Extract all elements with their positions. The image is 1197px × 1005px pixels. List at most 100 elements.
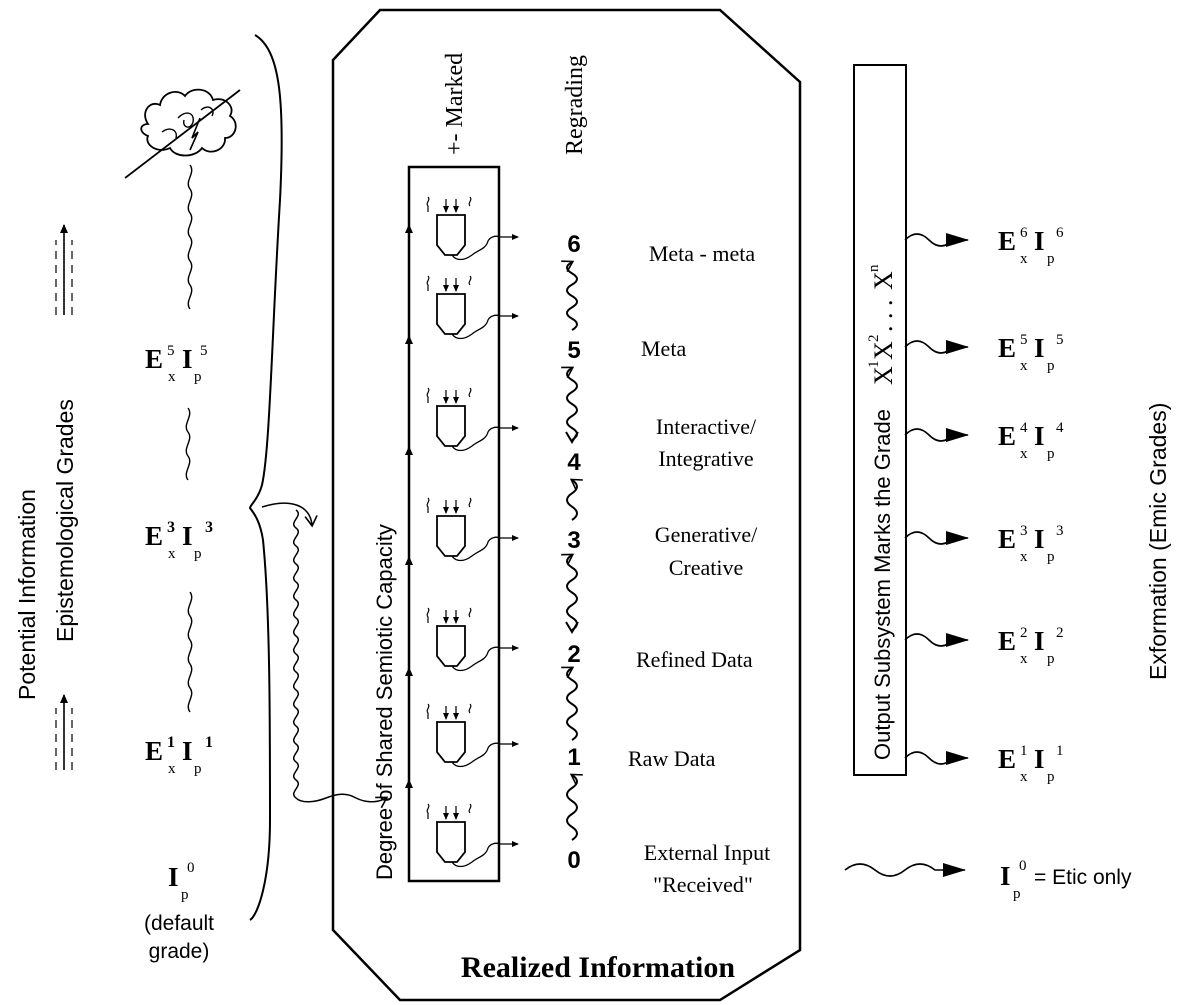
- level-5: 5 Meta: [567, 336, 686, 364]
- gate-unit-level-6: [426, 196, 519, 261]
- svg-text:x: x: [168, 546, 176, 562]
- svg-text:p: p: [1047, 358, 1055, 374]
- svg-text:E: E: [998, 333, 1016, 363]
- svg-text:I: I: [1000, 861, 1011, 891]
- regrading-wiggle-2: [566, 478, 583, 521]
- svg-text:6: 6: [1020, 225, 1028, 241]
- svg-text:3: 3: [167, 519, 175, 536]
- svg-text:I: I: [1034, 226, 1045, 256]
- gate-unit-level-1: [426, 703, 519, 768]
- svg-text:I: I: [182, 736, 193, 766]
- marked-label: +- Marked: [442, 53, 468, 155]
- output-arrow-level-4: [904, 428, 969, 442]
- svg-text:grade): grade): [149, 940, 210, 963]
- svg-text:2: 2: [567, 641, 580, 668]
- gate-unit-level-5: [426, 275, 519, 340]
- realized-information-frame: [331, 8, 802, 1002]
- svg-text:1: 1: [866, 361, 882, 369]
- svg-text:Raw Data: Raw Data: [628, 746, 716, 771]
- output-subsystem-label: Output Subsystem Marks the Grade X 1 X 2…: [866, 264, 898, 760]
- svg-text:1: 1: [1020, 743, 1028, 759]
- svg-text:5: 5: [567, 337, 580, 364]
- regrading-wiggle-5: [566, 773, 583, 841]
- svg-text:p: p: [1047, 251, 1055, 267]
- output-subsystem-box: [853, 64, 907, 776]
- etic-only-output: I p 0 = Etic only: [1000, 858, 1132, 902]
- level-4: 4 Interactive/ Integrative: [567, 414, 757, 476]
- svg-text:x: x: [1020, 651, 1028, 667]
- left-grade-3: E x 3 I p 3: [145, 519, 213, 562]
- brace-loop-arrow: [261, 502, 318, 528]
- svg-text:p: p: [1047, 651, 1055, 667]
- svg-text:I: I: [1034, 524, 1045, 554]
- svg-text:Output Subsystem Marks the Gra: Output Subsystem Marks the Grade: [870, 409, 895, 760]
- svg-text:I: I: [168, 862, 179, 892]
- left-default-grade: I p 0 (default grade): [144, 860, 214, 963]
- regrading-arrows: [561, 260, 583, 841]
- svg-text:5: 5: [1020, 332, 1028, 348]
- level-2: 2 Refined Data: [567, 641, 753, 672]
- svg-text:X: X: [869, 366, 898, 385]
- regrading-wiggle-4: [561, 666, 578, 741]
- svg-text:"Received": "Received": [653, 872, 753, 897]
- svg-text:E: E: [998, 626, 1016, 656]
- gate-unit-level-3: [426, 497, 519, 562]
- svg-text:Refined Data: Refined Data: [636, 647, 753, 672]
- regrading-wiggle-1: [561, 366, 579, 444]
- svg-text:I: I: [182, 521, 193, 551]
- lightning-line: [124, 89, 241, 179]
- gate-unit-level-0: [426, 803, 519, 868]
- svg-text:(default: (default: [144, 912, 214, 935]
- svg-text:4: 4: [1020, 420, 1028, 436]
- svg-text:p: p: [194, 546, 202, 562]
- left-grade-1: E x 1 I p 1: [145, 734, 213, 777]
- svg-text:= Etic only: = Etic only: [1034, 866, 1132, 889]
- output-arrow-level-3: [904, 531, 969, 545]
- svg-text:Interactive/: Interactive/: [656, 414, 757, 439]
- svg-text:2: 2: [1056, 625, 1064, 641]
- svg-text:I: I: [182, 344, 193, 374]
- svg-text:E: E: [998, 226, 1016, 256]
- svg-text:X: X: [869, 271, 898, 290]
- svg-text:E: E: [998, 421, 1016, 451]
- svg-text:p: p: [194, 369, 202, 385]
- svg-text:1: 1: [167, 734, 175, 751]
- svg-text:E: E: [145, 521, 163, 551]
- svg-text:n: n: [866, 264, 882, 272]
- svg-text:4: 4: [1056, 420, 1064, 436]
- exformation-title: Exformation (Emic Grades): [1145, 403, 1171, 680]
- svg-text:p: p: [1047, 769, 1055, 785]
- input-squiggle-arrow: [293, 509, 389, 809]
- svg-text:p: p: [1047, 549, 1055, 565]
- svg-text:Generative/: Generative/: [655, 522, 758, 547]
- output-arrow-level-5: [904, 340, 969, 354]
- left-squiggle-upper: [185, 407, 191, 481]
- svg-text:External Input: External Input: [644, 840, 770, 865]
- svg-text:. . .: . . .: [869, 300, 898, 333]
- level-1: 1 Raw Data: [567, 744, 715, 771]
- svg-text:2: 2: [866, 335, 882, 343]
- svg-text:3: 3: [567, 527, 580, 554]
- svg-text:Meta - meta: Meta - meta: [649, 241, 756, 266]
- regrading-label: Regrading: [562, 55, 588, 155]
- svg-text:I: I: [1034, 421, 1045, 451]
- svg-text:x: x: [1020, 769, 1028, 785]
- gate-units: [426, 196, 519, 868]
- svg-text:1: 1: [567, 744, 580, 771]
- gate-unit-level-2: [426, 607, 519, 672]
- capacity-label: Degree of Shared Semiotic Capacity: [372, 524, 397, 880]
- regrading-wiggle-3: [561, 553, 579, 634]
- cloud-squiggle: [187, 164, 193, 310]
- svg-text:x: x: [1020, 549, 1028, 565]
- svg-text:E: E: [145, 736, 163, 766]
- potential-information-title: Potential Information: [14, 489, 40, 700]
- level-0: 0 External Input "Received": [567, 840, 770, 897]
- svg-text:p: p: [194, 761, 202, 777]
